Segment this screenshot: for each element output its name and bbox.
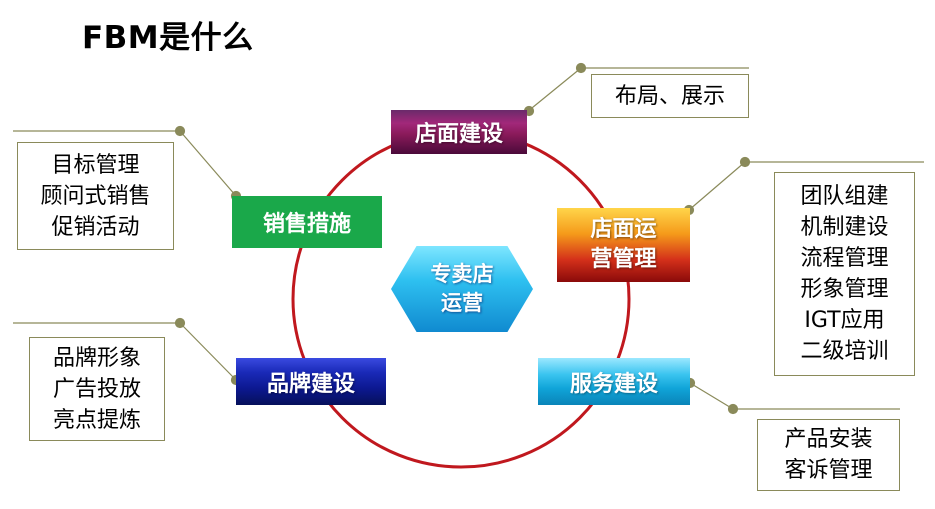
- center-line: 专卖店: [430, 262, 494, 286]
- detail-item: 产品安装: [784, 427, 873, 452]
- node-dianmian-jianshe: 店面建设: [391, 110, 527, 154]
- detail-box-fuwu: 产品安装 客诉管理: [757, 419, 900, 491]
- detail-item: IGT应用: [804, 308, 885, 333]
- detail-item: 形象管理: [800, 277, 889, 302]
- connector-fuwu: [684, 377, 900, 415]
- page-title: FBM是什么: [82, 20, 254, 56]
- connector-yunying: [683, 156, 924, 216]
- node-dianmian-yunying-guanli: 店面运 营管理: [557, 208, 690, 282]
- detail-item: 流程管理: [800, 246, 889, 271]
- detail-item: 顾问式销售: [40, 183, 151, 209]
- node-xiaoshou-cuoshi: 销售措施: [232, 196, 382, 248]
- node-fuwu-jianshe: 服务建设: [538, 358, 690, 405]
- center-line: 运营: [441, 291, 483, 315]
- node-line: 店面运: [590, 217, 657, 242]
- detail-box-pinpai: 品牌形象 广告投放 亮点提炼: [29, 337, 165, 441]
- detail-box-xiaoshou: 目标管理 顾问式销售 促销活动: [17, 142, 174, 250]
- detail-item: 团队组建: [800, 184, 889, 209]
- detail-item: 品牌形象: [52, 345, 141, 371]
- detail-item: 目标管理: [51, 152, 140, 178]
- detail-item: 广告投放: [52, 376, 141, 402]
- detail-item: 亮点提炼: [52, 407, 141, 433]
- connector-dianmian: [523, 62, 749, 117]
- detail-item: 客诉管理: [784, 458, 873, 483]
- node-line: 营管理: [590, 247, 657, 272]
- detail-item: 二级培训: [800, 339, 889, 364]
- detail-item: 促销活动: [51, 214, 140, 240]
- center-hexagon: 专卖店 运营: [391, 246, 533, 332]
- detail-box-dianmian: 布局、展示: [591, 74, 749, 118]
- detail-item: 布局、展示: [614, 83, 725, 109]
- detail-box-yunying: 团队组建 机制建设 流程管理 形象管理 IGT应用 二级培训: [774, 172, 915, 376]
- detail-item: 机制建设: [800, 215, 889, 240]
- node-pinpai-jianshe: 品牌建设: [236, 358, 386, 405]
